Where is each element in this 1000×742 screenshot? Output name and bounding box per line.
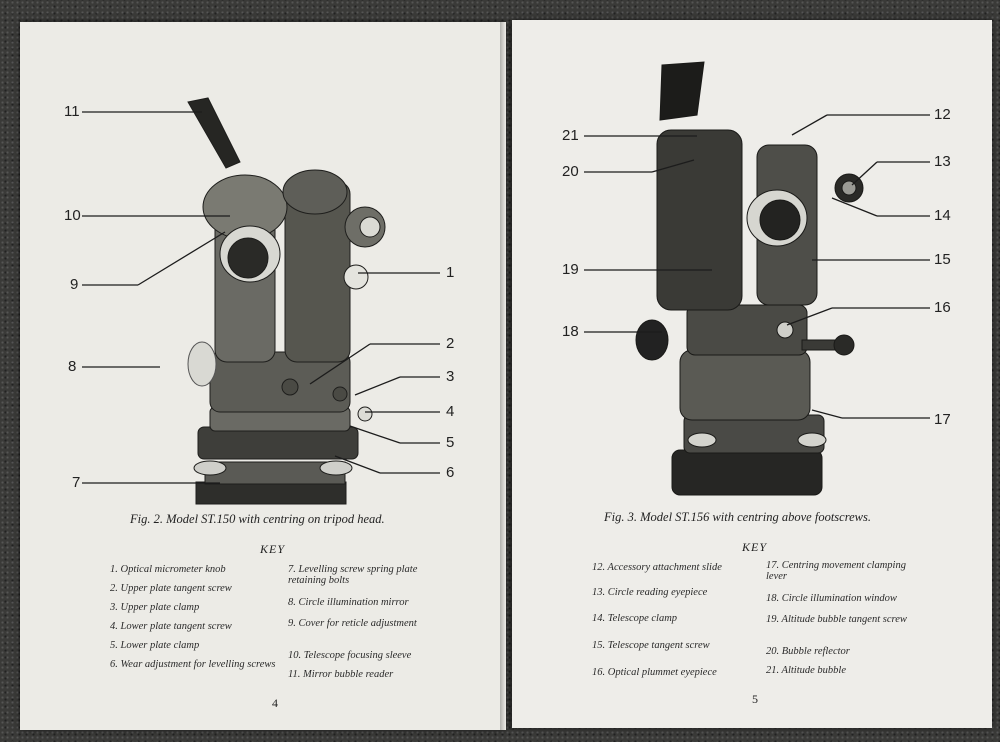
key-heading: KEY (260, 542, 286, 556)
callout-8: 8 (68, 358, 77, 375)
key-heading: KEY (742, 540, 768, 554)
right-page: 21 20 19 18 12 13 14 15 16 17 Fig. 3. Mo… (512, 20, 992, 728)
key-item: 17. Centring movement clamping lever (766, 560, 906, 582)
key-item: 8. Circle illumination mirror (288, 597, 409, 608)
key-item: 2. Upper plate tangent screw (110, 583, 232, 594)
callout-12: 12 (934, 106, 951, 123)
key-item: 14. Telescope clamp (592, 613, 678, 624)
key-item: 1. Optical micrometer knob (110, 564, 226, 575)
key-item: 18. Circle illumination window (766, 593, 897, 604)
theodolite-st150-illustration (82, 97, 440, 505)
key-item: 15. Telescope tangent screw (592, 640, 710, 651)
key-item: 19. Altitude bubble tangent screw (766, 614, 907, 625)
callout-1: 1 (446, 264, 455, 281)
book-gutter (500, 22, 514, 730)
callout-18: 18 (562, 323, 579, 340)
callout-9: 9 (70, 276, 79, 293)
callout-13: 13 (934, 153, 951, 170)
callout-15: 15 (934, 251, 951, 268)
key-item: 10. Telescope focusing sleeve (288, 650, 412, 661)
callout-14: 14 (934, 207, 951, 224)
callout-17: 17 (934, 411, 951, 428)
callout-20: 20 (562, 163, 579, 180)
key-item: 20. Bubble reflector (766, 646, 850, 657)
key-item: 21. Altitude bubble (766, 665, 847, 676)
callout-16: 16 (934, 299, 951, 316)
callout-6: 6 (446, 464, 455, 481)
callout-21: 21 (562, 127, 579, 144)
callout-2: 2 (446, 335, 455, 352)
key-item: 12. Accessory attachment slide (592, 562, 722, 573)
figure-caption: Fig. 3. Model ST.156 with centring above… (604, 510, 871, 524)
key-item: 9. Cover for reticle adjustment (288, 618, 417, 629)
key-item: 5. Lower plate clamp (110, 640, 200, 651)
key-item: 13. Circle reading eyepiece (592, 587, 708, 598)
key-item: 16. Optical plummet eyepiece (592, 667, 717, 678)
theodolite-st156-illustration (584, 61, 930, 496)
callout-3: 3 (446, 368, 455, 385)
key-item: 6. Wear adjustment for levelling screws (110, 659, 276, 670)
callout-5: 5 (446, 434, 455, 451)
callout-11: 11 (64, 103, 80, 120)
key-item: 11. Mirror bubble reader (288, 669, 394, 680)
left-page: 11 10 9 8 7 1 2 3 4 5 6 Fig. 2. Model ST… (20, 22, 506, 730)
callout-7: 7 (72, 474, 81, 491)
callout-4: 4 (446, 403, 455, 420)
key-item: 4. Lower plate tangent screw (110, 621, 232, 632)
key-item: 3. Upper plate clamp (110, 602, 200, 613)
callout-10: 10 (64, 207, 81, 224)
figure-caption: Fig. 2. Model ST.150 with centring on tr… (130, 512, 385, 526)
page-number: 5 (752, 692, 758, 706)
callout-19: 19 (562, 261, 579, 278)
key-item: 7. Levelling screw spring plate retainin… (288, 564, 418, 586)
page-number: 4 (272, 696, 278, 710)
